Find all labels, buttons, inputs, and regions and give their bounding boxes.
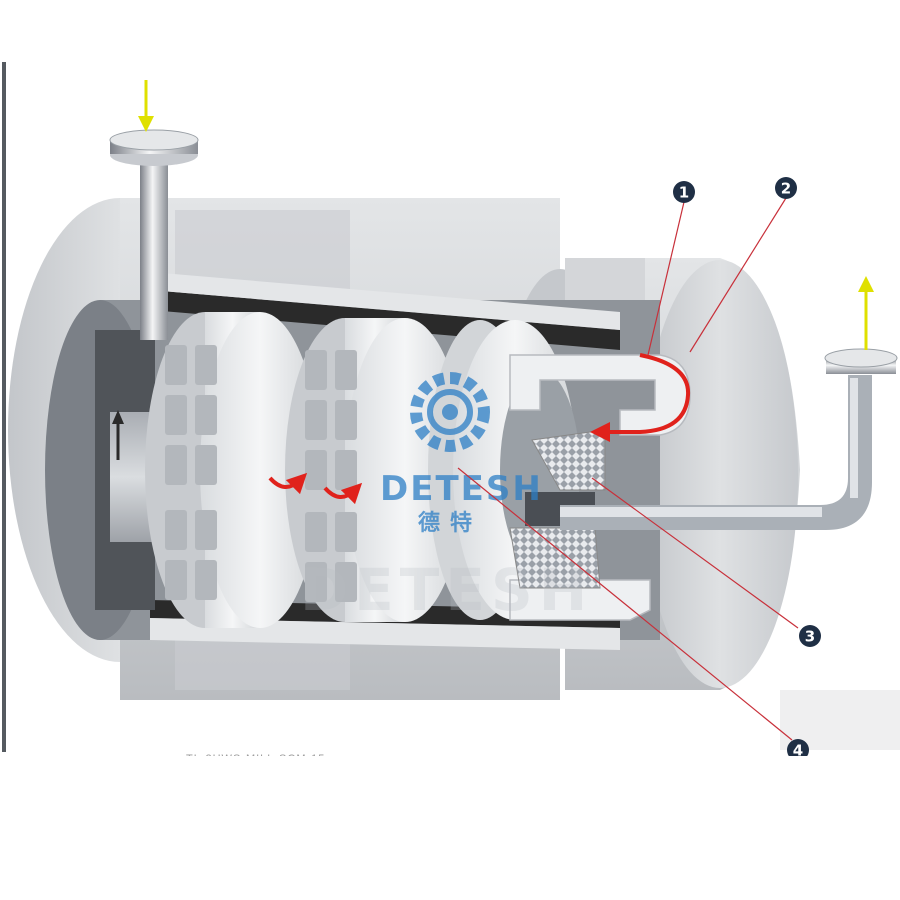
flow-arrows bbox=[268, 353, 691, 505]
leader-lines bbox=[457, 197, 799, 741]
leader-line-2 bbox=[689, 197, 787, 353]
flow-arrow-disc-1 bbox=[268, 472, 308, 495]
flow-arrow-disc-2 bbox=[323, 482, 363, 505]
watermark-brand-cn: 德特 bbox=[418, 510, 482, 536]
left-edge-line bbox=[2, 62, 6, 752]
watermark-ghost-text: DETESH bbox=[300, 556, 593, 624]
gear-logo-icon bbox=[410, 372, 490, 452]
watermark: DETESH 德特 DETESH bbox=[300, 372, 593, 624]
callout-2: 2 bbox=[775, 177, 797, 199]
leader-line-3 bbox=[591, 477, 799, 629]
rotor-disc-1 bbox=[145, 312, 320, 628]
rotation-arrow-head bbox=[112, 410, 124, 424]
leader-line-1 bbox=[647, 201, 685, 356]
bottom-blank-area bbox=[0, 756, 900, 900]
callout-3: 3 bbox=[799, 625, 821, 647]
callout-1: 1 bbox=[673, 181, 695, 203]
leader-line-4 bbox=[457, 467, 793, 741]
callout-1-label: 1 bbox=[679, 184, 689, 202]
flow-arrow-u-turn bbox=[590, 353, 691, 442]
callout-2-label: 2 bbox=[781, 180, 791, 198]
outlet-pipe bbox=[560, 348, 898, 530]
inlet-arrow bbox=[138, 80, 154, 132]
watermark-brand: DETESH bbox=[380, 469, 543, 509]
rotor-disc-2 bbox=[285, 318, 465, 622]
callout-4: 4 bbox=[787, 739, 809, 761]
callout-3-label: 3 bbox=[805, 628, 815, 646]
stator-u-channel bbox=[509, 354, 691, 621]
outlet-arrow bbox=[858, 276, 874, 350]
callout-4-label: 4 bbox=[793, 742, 803, 760]
screen-upper bbox=[531, 429, 606, 491]
inlet-pipe bbox=[109, 129, 199, 340]
